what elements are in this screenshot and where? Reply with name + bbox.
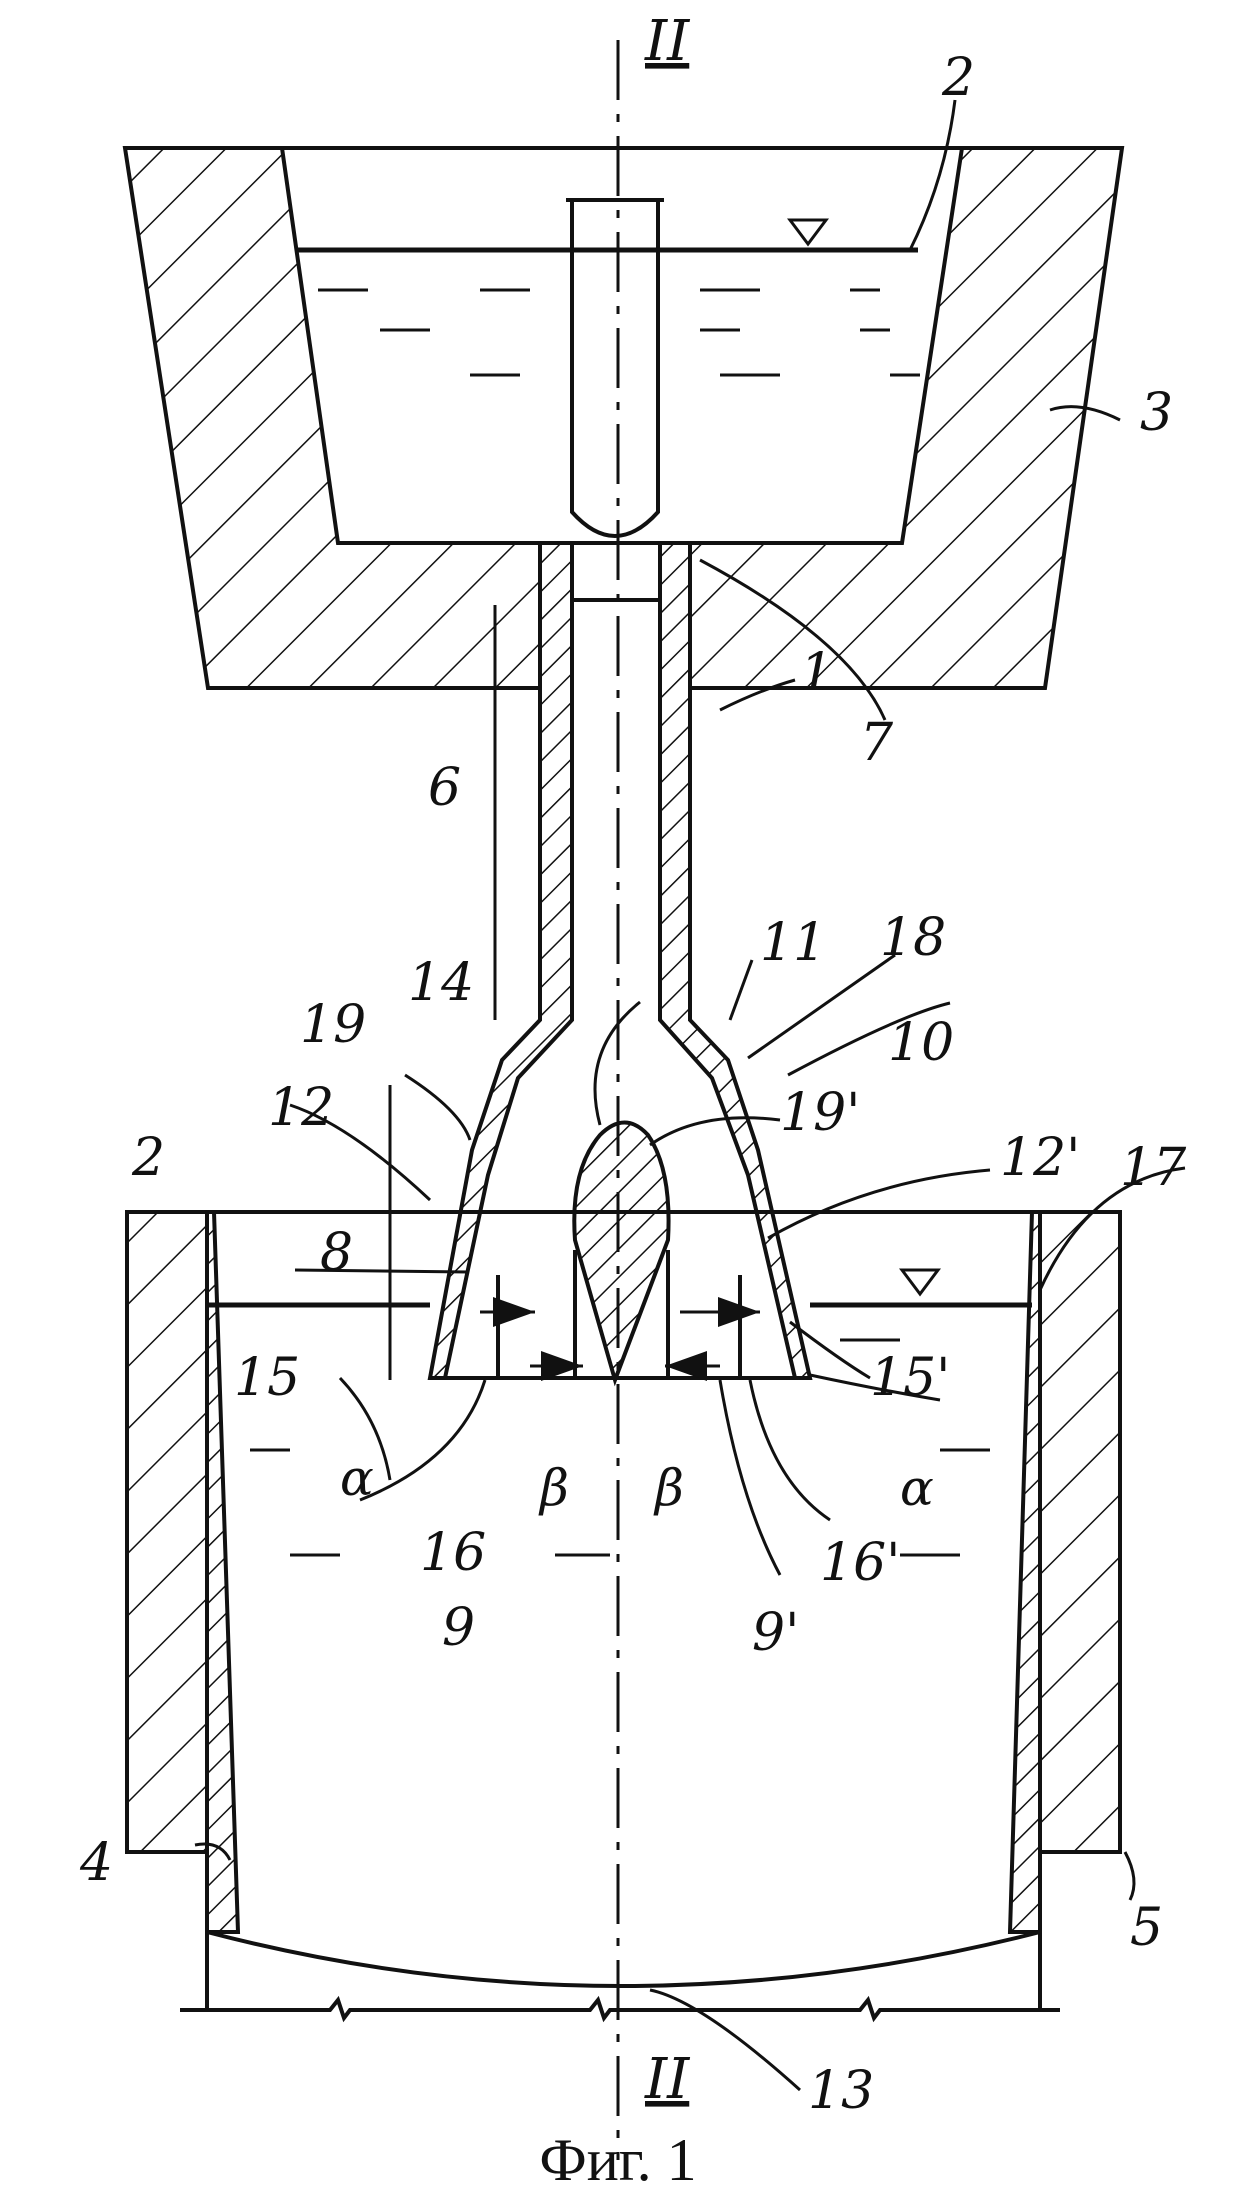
label-11: 11	[760, 913, 826, 973]
mould-plate-right	[1010, 1212, 1040, 1932]
label-9p: 9'	[752, 1603, 799, 1663]
label-alpha-right: α	[900, 1459, 934, 1517]
label-6: 6	[428, 758, 461, 818]
label-10: 10	[888, 1013, 954, 1073]
label-16: 16	[420, 1523, 486, 1583]
label-4: 4	[79, 1833, 113, 1893]
label-alpha-left: α	[340, 1449, 374, 1507]
mould-plate-left	[207, 1212, 238, 1932]
label-8: 8	[320, 1223, 353, 1283]
label-3: 3	[1140, 383, 1173, 443]
tundish-wall-right	[690, 148, 1122, 688]
label-19p: 19'	[780, 1083, 860, 1143]
figure-caption: Фиг. 1	[539, 2127, 696, 2193]
label-2-bottom: 2	[131, 1128, 165, 1188]
axis-label-top: II	[644, 9, 691, 74]
axis-label-bottom: II	[644, 2047, 691, 2112]
tundish	[125, 148, 1122, 688]
level-marker-top	[790, 220, 826, 244]
mould-jacket-left	[127, 1212, 207, 1852]
flow-divider	[574, 1123, 668, 1381]
label-5: 5	[1130, 1898, 1163, 1958]
label-19: 19	[300, 995, 366, 1055]
label-15p: 15'	[870, 1348, 950, 1408]
label-beta-left: β	[538, 1459, 569, 1517]
label-beta-right: β	[653, 1459, 684, 1517]
label-14: 14	[408, 953, 474, 1013]
label-9: 9	[442, 1598, 475, 1658]
mould-jacket-right	[1040, 1212, 1120, 1852]
tundish-wall-left	[125, 148, 540, 688]
level-marker-bottom	[902, 1270, 938, 1294]
label-12p: 12'	[1000, 1128, 1080, 1188]
label-16p: 16'	[820, 1533, 900, 1593]
label-7: 7	[860, 713, 894, 773]
label-12: 12	[268, 1078, 334, 1138]
label-18: 18	[880, 908, 946, 968]
label-15: 15	[234, 1348, 300, 1408]
solidification-front	[207, 1932, 1040, 1986]
label-13: 13	[808, 2061, 874, 2121]
label-2-top: 2	[941, 48, 975, 108]
label-17: 17	[1120, 1138, 1187, 1198]
label-1: 1	[800, 643, 833, 703]
break-line	[180, 2000, 1060, 2018]
